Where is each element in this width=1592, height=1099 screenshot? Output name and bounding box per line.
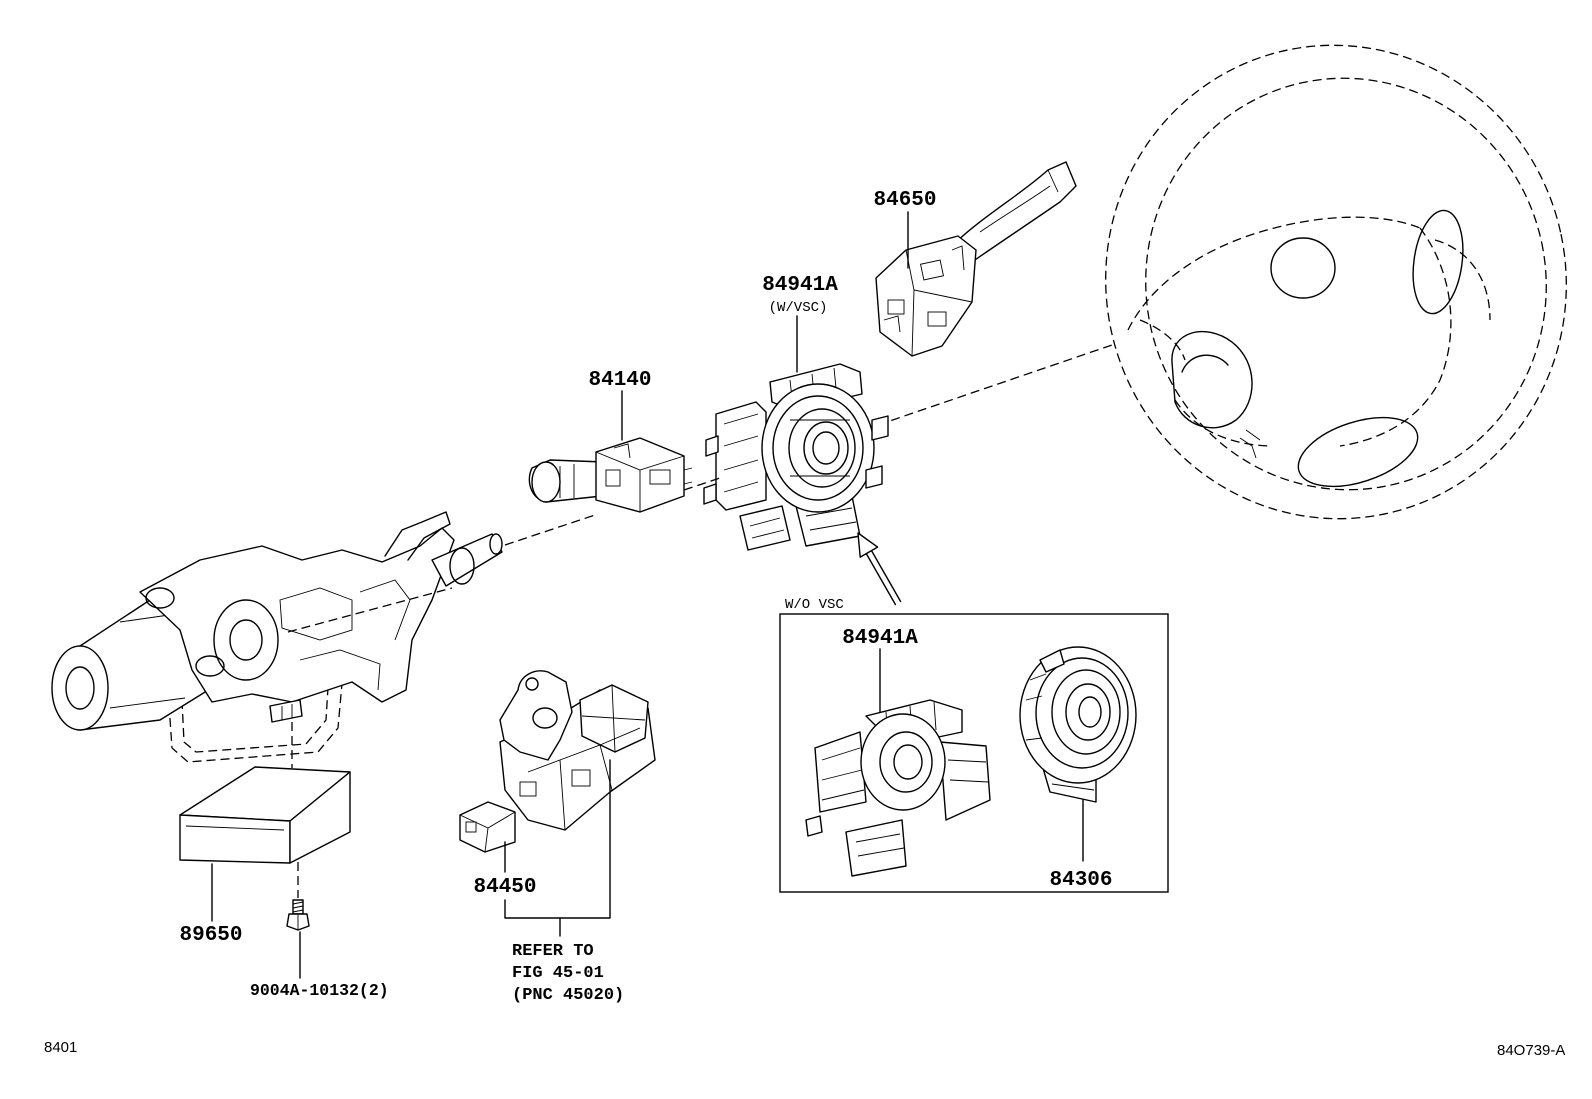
ignition-switch-drawing — [499, 670, 656, 831]
sensor-84306-drawing — [1019, 646, 1137, 803]
spiral-cable-vsc-drawing — [703, 363, 889, 551]
wo-vsc-box — [779, 613, 1169, 893]
reference-line-2: FIG 45-01 — [512, 964, 604, 983]
axis-line-upper — [877, 344, 1113, 426]
ignition-connector-84450-drawing — [459, 801, 516, 853]
label-84650: 84650 — [873, 189, 936, 212]
spiral-cable-wo-vsc-drawing — [805, 699, 991, 877]
lever-switch-84650-drawing — [875, 161, 1077, 357]
label-84450: 84450 — [473, 876, 536, 899]
reference-line-1: REFER TO — [512, 942, 594, 961]
label-84306: 84306 — [1049, 869, 1112, 892]
label-84941a-wo-vsc: 84941A — [842, 627, 918, 650]
note-w-vsc: (W/VSC) — [769, 300, 828, 316]
axis-line-switch-spiral — [683, 477, 721, 491]
axis-line-shaft — [504, 513, 599, 546]
label-89650: 89650 — [179, 924, 242, 947]
switch-84140-drawing — [528, 437, 693, 513]
label-84140: 84140 — [588, 369, 651, 392]
axis-line-column — [287, 587, 453, 633]
steering-wheel-drawing — [1105, 44, 1567, 520]
label-84941a-vsc: 84941A — [762, 274, 838, 297]
box-heading-wo-vsc: W/O VSC — [785, 597, 844, 613]
computer-89650-drawing — [179, 766, 351, 864]
arrow-icon — [857, 532, 902, 606]
reference-line-3: (PNC 45020) — [512, 986, 624, 1005]
footer-figure-code: 84O739-A — [1497, 1042, 1565, 1059]
steering-column-drawing — [51, 511, 503, 763]
footer-section-code: 8401 — [44, 1039, 77, 1056]
bolt-drawing — [286, 899, 310, 931]
reference-bracket — [504, 759, 611, 937]
label-bolt: 9004A-10132(2) — [250, 981, 389, 1000]
